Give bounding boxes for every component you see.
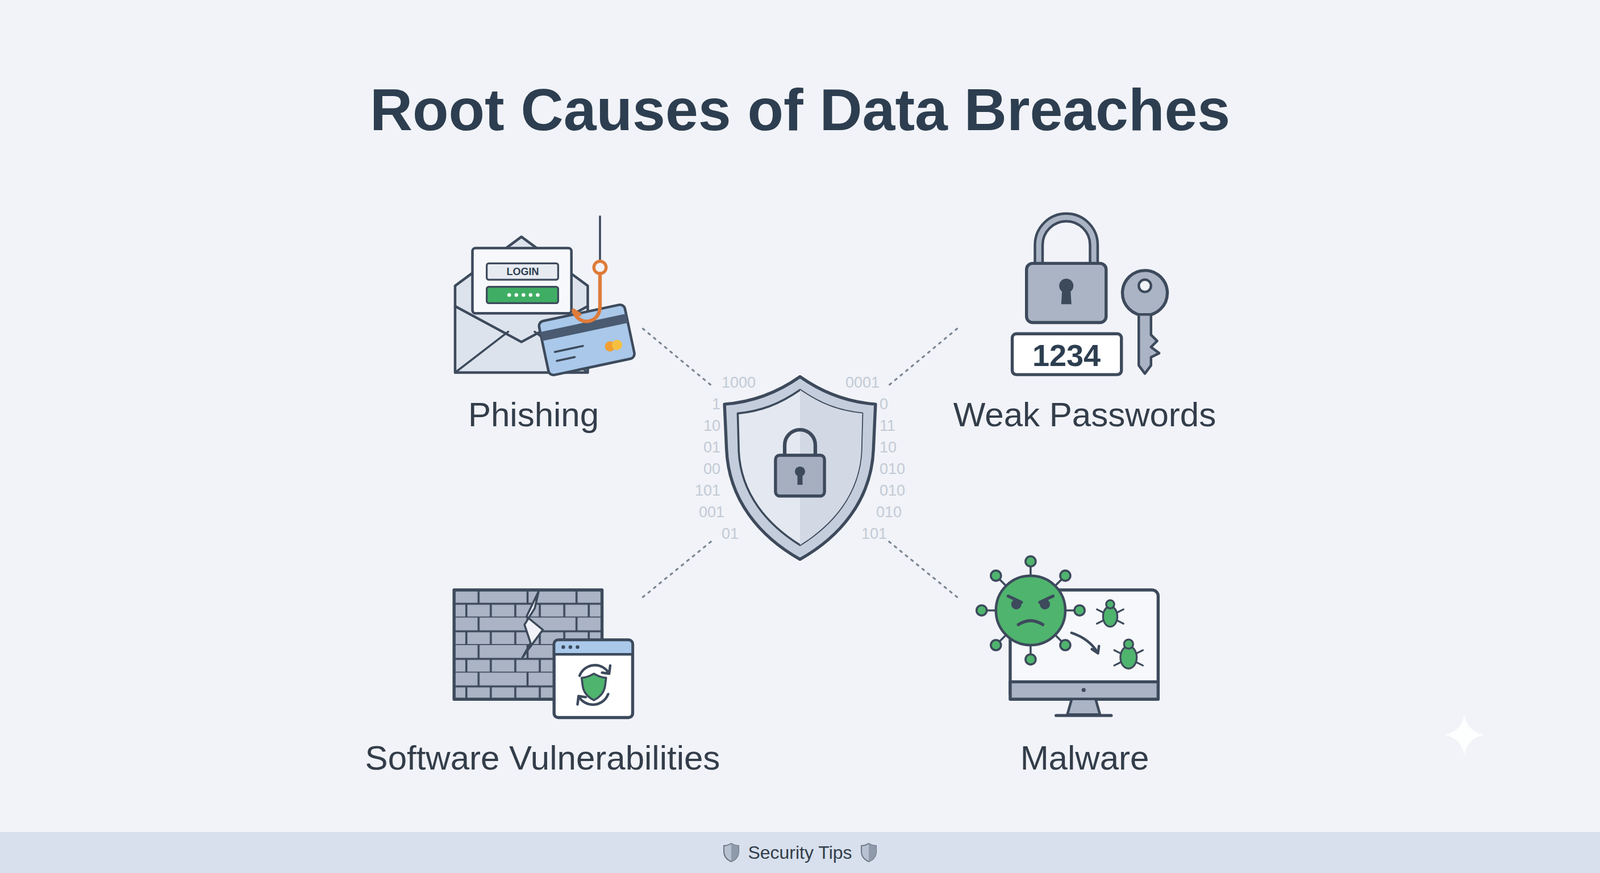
binary-digits: 1000: [721, 373, 756, 392]
dotted-line: [642, 328, 957, 597]
item-label: Phishing: [468, 394, 599, 435]
pin-digits: 1234: [1032, 337, 1101, 373]
software-icon: [453, 589, 633, 718]
binary-digits: 00: [703, 460, 721, 478]
phishing-icon: [455, 216, 636, 377]
footer-shield: [722, 842, 740, 863]
binary-digits: 10: [703, 417, 721, 435]
binary-digits: 010: [876, 503, 902, 522]
footer-band: Security Tips: [0, 831, 1600, 873]
binary-digits: 010: [879, 481, 906, 500]
sparkle: [1443, 714, 1485, 756]
item-label: Malware: [1020, 738, 1150, 778]
malware-icon: [976, 556, 1159, 716]
title: Root Causes of Data Breaches: [369, 76, 1231, 145]
item-label: Weak Passwords: [953, 394, 1216, 435]
footer-text: Security Tips: [747, 842, 852, 864]
binary-digits: 10: [879, 438, 897, 457]
item-label: Software Vulnerabilities: [365, 738, 721, 778]
binary-digits: 101: [694, 481, 721, 500]
binary-digits: 01: [721, 525, 739, 543]
binary-digits: 1: [711, 395, 721, 414]
binary-digits: 010: [879, 460, 906, 478]
shield-icon: [724, 376, 876, 560]
binary-digits: 001: [698, 503, 725, 522]
binary-digits: 0: [879, 395, 889, 414]
login-text: LOGIN: [506, 265, 540, 278]
binary-digits: 101: [861, 525, 887, 543]
binary-digits: 01: [703, 438, 721, 457]
binary-digits: 0001: [845, 373, 880, 392]
binary-digits: 11: [879, 417, 896, 435]
footer-shield: [860, 842, 878, 863]
password-icon: [1012, 217, 1168, 375]
